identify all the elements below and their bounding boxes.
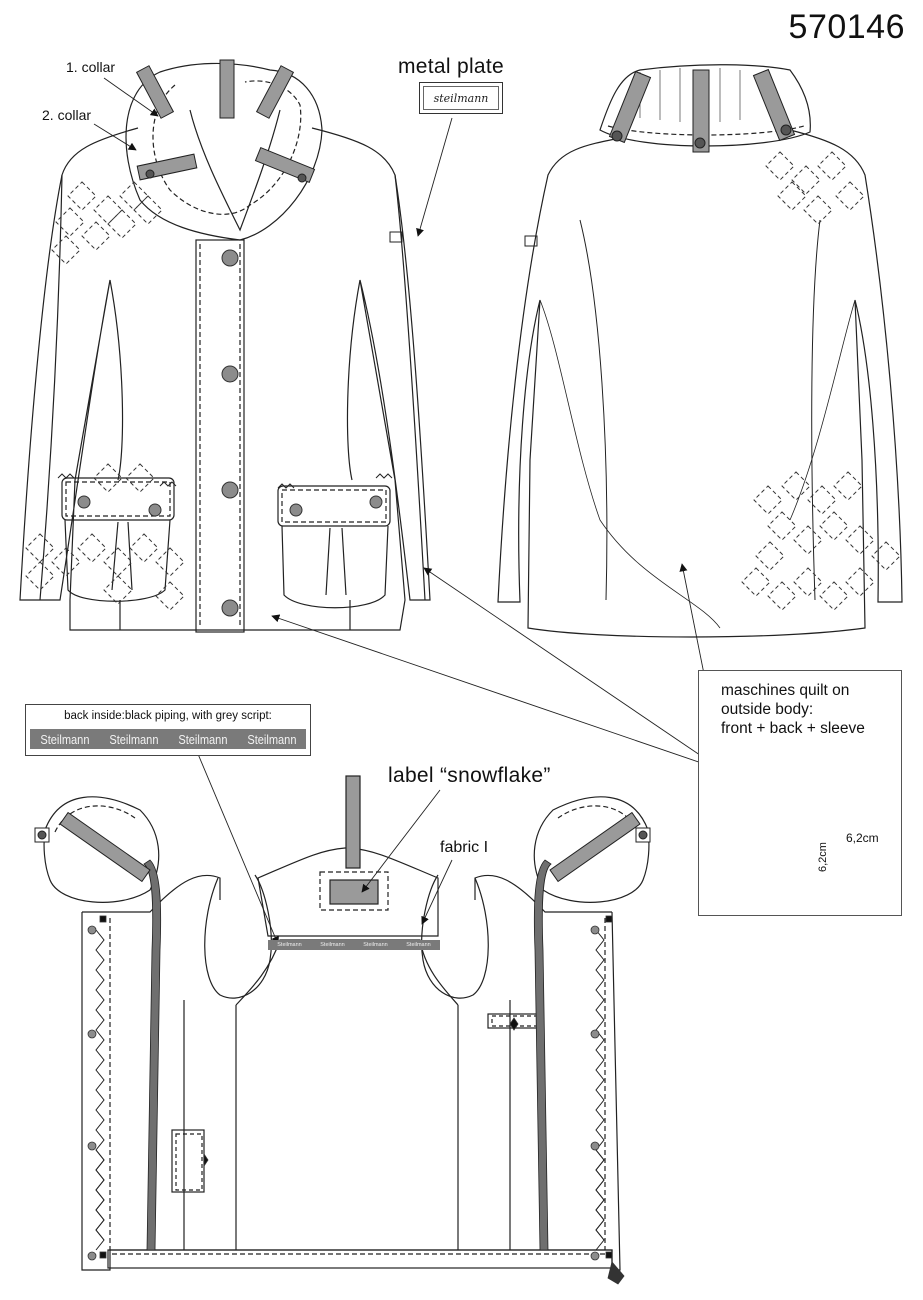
inside-snaps: [87, 915, 625, 1285]
article-number: 570146: [788, 8, 905, 46]
piping-note-box: back inside:black piping, with grey scri…: [25, 704, 311, 756]
front-quilt-pattern: [25, 181, 185, 611]
piping-script-word: Steilmann: [177, 731, 228, 747]
inside-pocket-left: [171, 1129, 205, 1193]
front-collar-outer: [125, 62, 323, 241]
piping-script-sample: Steilmann Steilmann Steilmann Steilmann: [30, 729, 306, 749]
right-pocket-bag: [281, 525, 389, 609]
leader-arrows: [93, 77, 723, 945]
inside-zigzag-edges: [95, 929, 605, 1251]
small-piping-word: Steilmann: [277, 942, 302, 948]
metal-plate-label: metal plate: [398, 55, 505, 78]
back-sleeve-tag: [524, 235, 538, 247]
piping-script-word: Steilmann: [246, 731, 297, 747]
piping-note-caption: back inside:black piping, with grey scri…: [64, 710, 272, 722]
collar-1-label: 1. collar: [66, 59, 116, 75]
front-view: [19, 62, 431, 633]
metal-plate-logo: steilmann: [423, 86, 499, 110]
left-pocket-flap: [61, 477, 175, 521]
quilt-note-box: maschines quilt on outside body: front +…: [698, 670, 902, 916]
inside-piping-strips: [143, 859, 552, 1251]
quilt-note-line-2: outside body:: [721, 701, 814, 718]
small-piping-word: Steilmann: [363, 942, 388, 948]
quilt-note-text: maschines quilt on outside body: front +…: [721, 681, 865, 738]
collar-2-label: 2. collar: [42, 107, 92, 123]
back-quilt-pattern: [741, 151, 901, 611]
quilt-note-line-3: front + back + sleeve: [721, 720, 865, 737]
inside-collar-tabs: [34, 811, 651, 883]
small-piping-word: Steilmann: [320, 942, 345, 948]
hanging-loop: [345, 775, 361, 869]
front-body-outline: [19, 127, 431, 631]
label-snowflake-label: label “snowflake”: [388, 764, 551, 787]
piping-script-word: Steilmann: [39, 731, 90, 747]
quilt-note-line-1: maschines quilt on: [721, 682, 850, 699]
front-buttons: [77, 249, 383, 617]
inside-hem-band: [107, 1249, 613, 1269]
small-piping-word: Steilmann: [406, 942, 431, 948]
front-placket: [195, 239, 245, 633]
front-sleeve-tag: [389, 231, 403, 243]
piping-script-word: Steilmann: [108, 731, 159, 747]
metal-plate: steilmann: [419, 82, 503, 114]
inside-view: [43, 775, 650, 1271]
back-body-outline: [497, 129, 903, 638]
back-inside-piping: Steilmann Steilmann Steilmann Steilmann: [268, 940, 440, 950]
snowflake-label: [319, 871, 389, 911]
quilt-width-dimension: 6,2cm: [846, 831, 879, 845]
back-collar: [599, 64, 811, 147]
back-collar-tabs: [608, 68, 796, 153]
fabric-label: fabric I: [440, 839, 489, 856]
quilt-height-dimension: 6,2cm: [817, 842, 829, 872]
front-collar-tabs: [135, 59, 316, 184]
inside-left-collar: [43, 796, 160, 903]
right-pocket-flap: [277, 485, 391, 527]
